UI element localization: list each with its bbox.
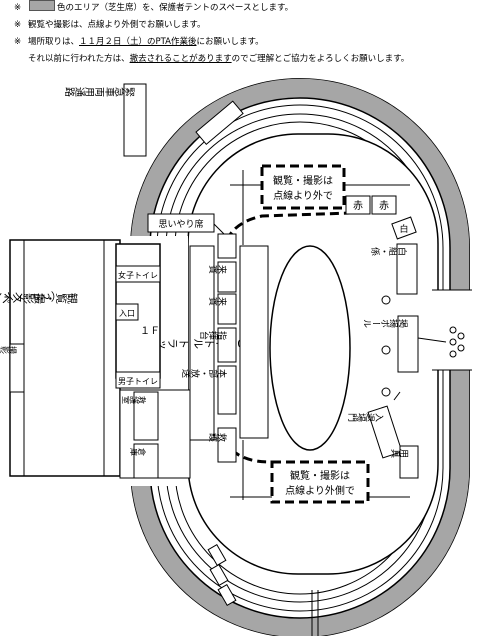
viewing-note-bottom-line1: 観覧・撮影は [290, 469, 350, 482]
red-team-seat-1 [345, 195, 371, 215]
mens-restroom [115, 371, 161, 389]
guest-label-1: 来賓 [208, 263, 227, 274]
note-viewing-rule: ※ 観覧や撮影は、点線より外側でお願いします。 [14, 17, 205, 34]
first-aid-label: 救護 [208, 431, 228, 442]
white-team-side-box [396, 243, 418, 295]
equipment-box [399, 445, 419, 479]
red-team-seat-2 [371, 195, 397, 215]
guest-tent-strip [239, 245, 269, 439]
equipment-label: 用具 [390, 447, 409, 458]
note-text: のでご理解とご協力をよろしくお願いします。 [231, 54, 410, 64]
viewing-note-top-line2: 点線より外で [273, 189, 333, 202]
guest-label-2: 来賓 [208, 295, 227, 306]
mens-restroom-label: 男子トイレ [118, 377, 158, 386]
warehouse [133, 443, 159, 479]
note-text: 色のエリア（芝生席）を、保護者テントのスペースとします。 [57, 3, 294, 13]
omoiyari-seat-label: 思いやり席 [158, 218, 203, 230]
note-mark: ※ [14, 37, 22, 47]
note-text: １１月２日（土）のPTA作業後 [79, 37, 197, 47]
note-text: にお願いします。 [196, 37, 264, 47]
bottom-lane-markers [207, 544, 319, 636]
first-floor-label: １Ｆ [140, 326, 160, 337]
flag-pole-label: 掲揚ポール [363, 317, 408, 328]
note-text: 場所取りは、 [28, 37, 80, 47]
photographer-label: 撮影係 [0, 346, 18, 355]
entrance-label: 入口 [119, 309, 135, 318]
main-stand-label-2: （２Ｆ メインスタンド） [0, 290, 62, 303]
guest-box-2 [217, 293, 237, 325]
main-stand [9, 239, 121, 477]
entrance-exit-gate [367, 405, 403, 459]
red-team-label-1: 赤 [353, 200, 363, 212]
entrance-box [115, 303, 139, 321]
center-field-oval [269, 245, 351, 451]
podium-label: 指揮台 [199, 329, 228, 340]
first-aid-room [133, 391, 159, 441]
womens-restroom-label: 女子トイレ [118, 270, 158, 280]
emergency-path-gate [195, 100, 244, 145]
note-text: それ以前に行われた方は、 [28, 54, 130, 64]
note-turf-area: ※ 色のエリア（芝生席）を、保護者テントのスペースとします。 [14, 0, 293, 17]
hq-broadcast-box [217, 365, 237, 415]
note-mark: ※ [14, 3, 22, 13]
white-team-side-label: 白組・係 [370, 245, 408, 256]
first-aid-room-label: 救護室 [122, 396, 147, 405]
main-stand-label-1: 観覧・撮影スペース [0, 292, 79, 305]
flag-pole-box [397, 315, 419, 373]
note-removal-warning: それ以前に行われた方は、撤去されることがありますのでご理解とご協力をよろしくお願… [14, 51, 409, 68]
warehouse-label: 倉庫 [129, 448, 147, 457]
white-team-seat [391, 216, 417, 240]
red-team-label-2: 赤 [379, 200, 389, 212]
note-text: 観覧や撮影は、点線より外側でお願いします。 [28, 20, 206, 30]
emergency-path-sign [123, 83, 147, 157]
note-text: 撤去されることがあります [129, 54, 232, 64]
omoiyari-small-box [217, 233, 237, 259]
viewing-note-bottom-line2: 点線より外側で [285, 484, 355, 497]
hq-broadcast-label: 本部・放送 [181, 367, 228, 378]
guest-box-1 [217, 261, 237, 293]
note-mark: ※ [14, 20, 22, 30]
womens-restroom [115, 265, 161, 283]
omoiyari-seat-box [147, 213, 215, 233]
note-seat-saving-time: ※ 場所取りは、１１月２日（土）のPTA作業後にお願いします。 [14, 34, 264, 51]
emergency-path-label: 緊急車両用通路 [64, 85, 135, 97]
first-aid-box [217, 427, 237, 463]
track-400m-strip [189, 245, 215, 441]
entrance-exit-label: 入退場門 [347, 411, 384, 422]
photographer-box [9, 343, 25, 393]
turf-color-swatch [29, 0, 55, 11]
white-team-label: 白 [399, 223, 408, 235]
viewing-note-top-line1: 観覧・撮影は [273, 174, 333, 187]
podium-box [217, 327, 237, 363]
